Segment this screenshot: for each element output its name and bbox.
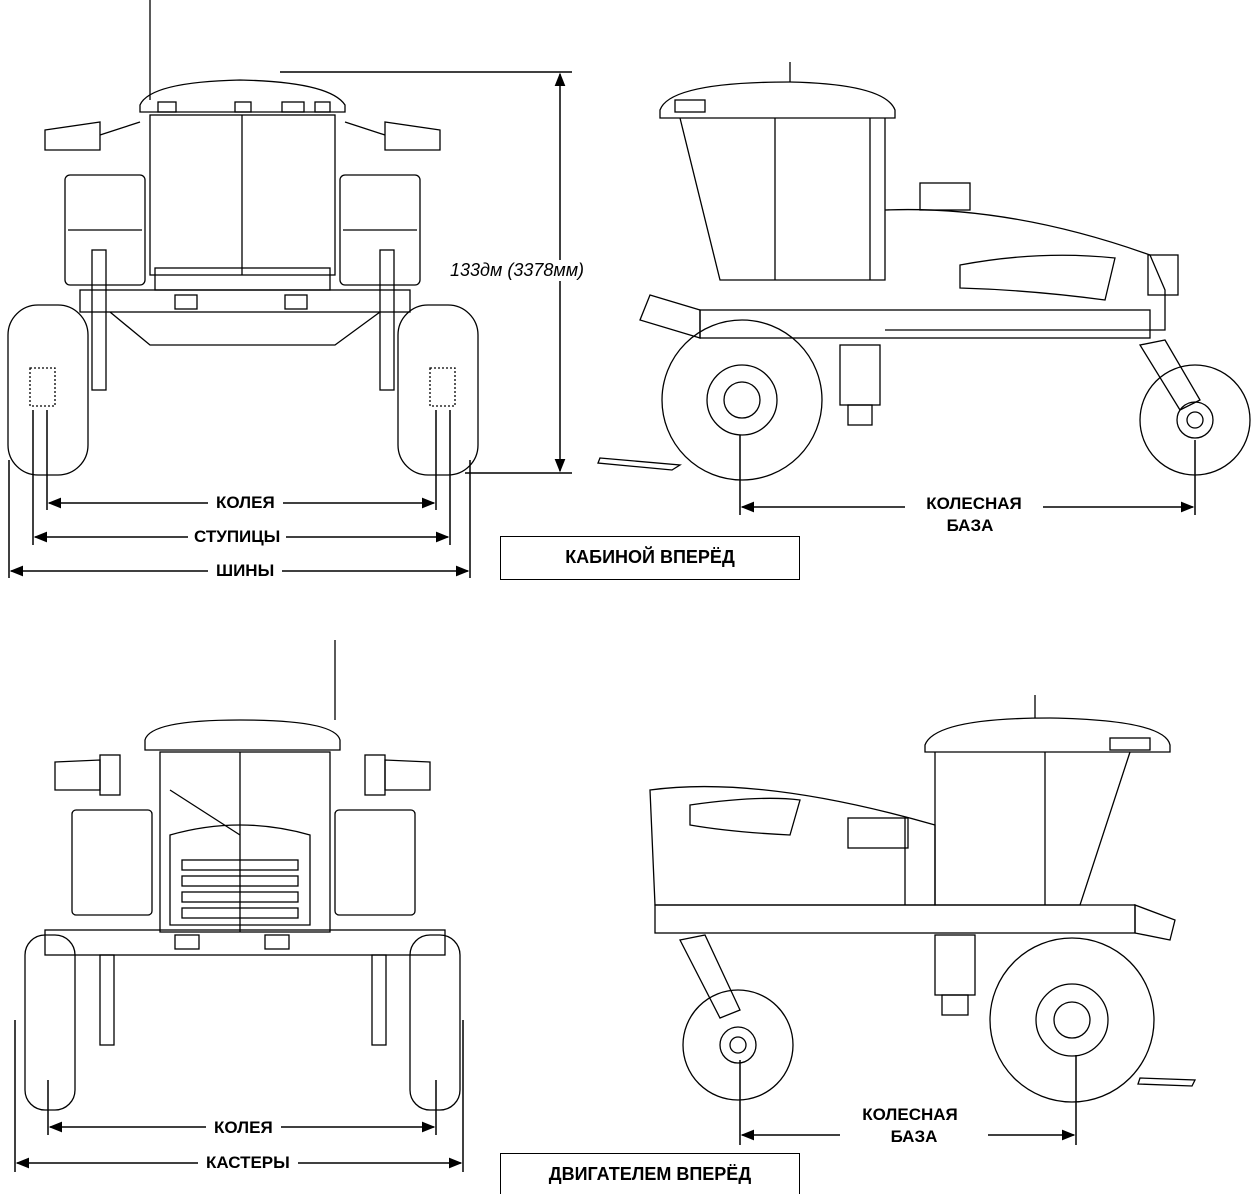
engine-forward-title: ДВИГАТЕЛЕМ ВПЕРЁД (500, 1153, 800, 1194)
cab-forward-tires-label: ШИНЫ (208, 561, 283, 581)
engine-forward-side-view (649, 695, 1197, 1103)
cab-forward-track-label: КОЛЕЯ (208, 493, 283, 513)
engine-forward-wheelbase-label-line2: БАЗА (840, 1127, 988, 1147)
cab-forward-side-view (597, 62, 1251, 481)
cab-forward-front-view (7, 0, 479, 476)
engine-forward-track-label: КОЛЕЯ (206, 1118, 281, 1138)
engine-forward-front-view (24, 640, 461, 1111)
cab-forward-wheelbase-label-line2: БАЗА (905, 516, 1035, 536)
cab-forward-title: КАБИНОЙ ВПЕРЁД (500, 536, 800, 580)
cab-forward-hubs-label: СТУПИЦЫ (188, 527, 287, 547)
cab-forward-front-dimensions (8, 71, 572, 578)
cab-forward-height-label: 133дм (3378мм) (450, 260, 585, 281)
engine-forward-wheelbase-label-line1: КОЛЕСНАЯ (840, 1105, 980, 1125)
engine-forward-front-dimensions (14, 1020, 464, 1172)
engine-forward-casters-label: КАСТЕРЫ (198, 1153, 298, 1173)
cab-forward-wheelbase-label-line1: КОЛЕСНАЯ (905, 494, 1043, 514)
